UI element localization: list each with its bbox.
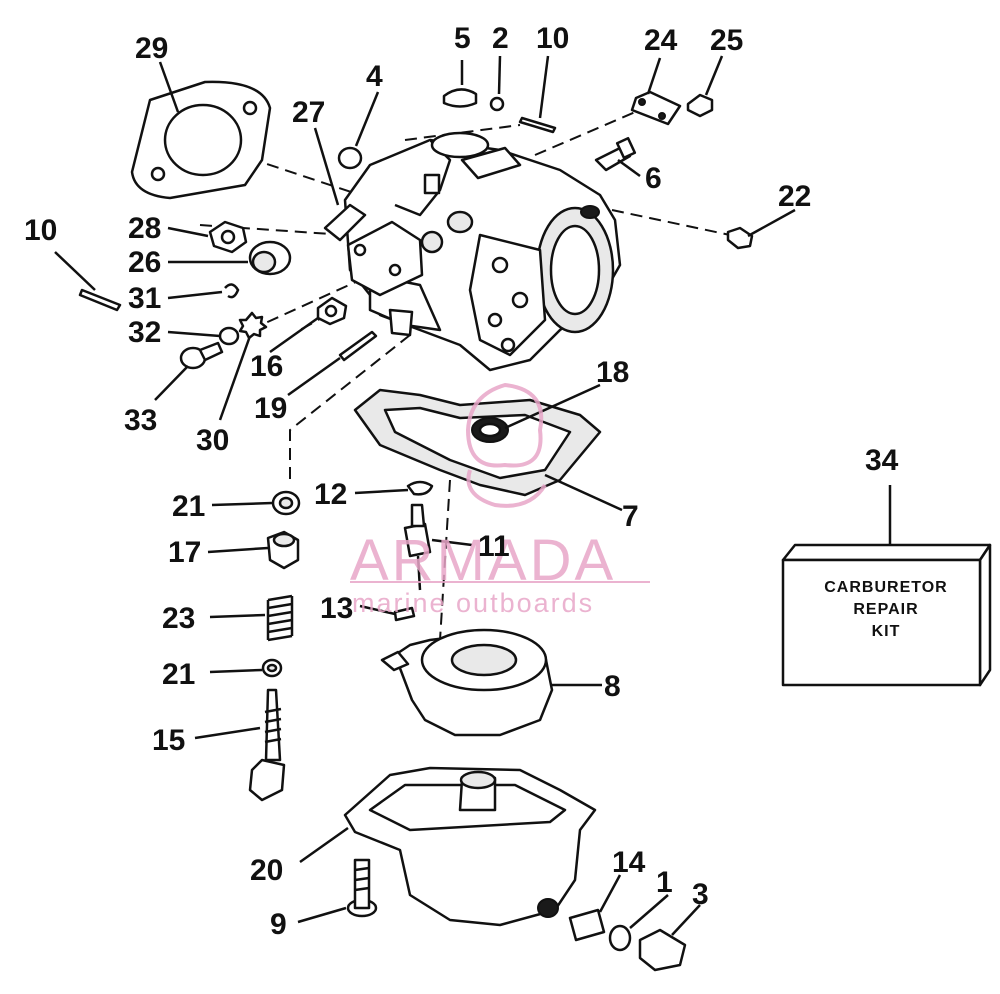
plug-3 [638, 928, 687, 972]
callout-1: 1 [656, 866, 673, 899]
washer-21-bottom [261, 658, 283, 678]
kit-label-line-3: KIT [872, 623, 901, 640]
callout-29: 29 [135, 32, 168, 65]
repair-kit-box [781, 543, 992, 687]
pin-10-left [78, 288, 122, 312]
callout-26: 26 [128, 246, 161, 279]
kit-label-line-1: CARBURETOR [824, 579, 947, 596]
callout-4: 4 [366, 60, 383, 93]
clip-31 [224, 283, 240, 299]
watermark-tagline: marine outboards [352, 588, 594, 618]
callout-30: 30 [196, 424, 229, 457]
callout-2: 2 [492, 22, 509, 55]
screw-33 [179, 341, 224, 370]
callout-9: 9 [270, 908, 287, 941]
gasket-29 [130, 80, 272, 200]
pin-10-top [518, 116, 557, 134]
nut-17 [266, 530, 300, 570]
jet-14 [568, 908, 606, 942]
callout-7: 7 [622, 500, 639, 533]
washer-16 [316, 296, 348, 326]
needle-15 [248, 688, 286, 802]
callout-labels: 29 5 2 10 24 25 4 27 6 22 10 28 26 31 32… [24, 22, 899, 941]
callout-32: 32 [128, 316, 161, 349]
float-8 [380, 628, 554, 737]
watermark: ARMADA marine outboards [350, 382, 650, 618]
carburetor-body [343, 131, 622, 372]
plug-5 [442, 88, 478, 108]
callout-28: 28 [128, 212, 161, 245]
callout-22: 22 [778, 180, 811, 213]
callout-27: 27 [292, 96, 325, 129]
gasket-7 [353, 388, 602, 497]
callout-16: 16 [250, 350, 283, 383]
callout-20: 20 [250, 854, 283, 887]
callout-5: 5 [454, 22, 471, 55]
pin-13 [393, 606, 416, 622]
repair-kit-label: CARBURETOR REPAIR KIT [824, 579, 947, 640]
washer-32 [218, 326, 240, 346]
callout-14: 14 [612, 846, 646, 879]
callout-24: 24 [644, 24, 678, 57]
nut-28 [208, 220, 248, 254]
needle-seat-11 [403, 503, 432, 591]
callout-33: 33 [124, 404, 157, 437]
bracket-24 [630, 90, 682, 126]
callout-12: 12 [314, 478, 347, 511]
washer-1 [608, 924, 632, 952]
callout-10: 10 [536, 22, 569, 55]
choke-plate-27 [323, 203, 444, 297]
washer-21-top [271, 490, 301, 516]
ball-2 [489, 96, 505, 112]
bushing-26 [248, 240, 292, 276]
callout-11: 11 [478, 530, 510, 563]
nut-22 [726, 226, 754, 250]
callout-23: 23 [162, 602, 195, 635]
callout-15: 15 [152, 724, 185, 757]
welch-plug-4 [337, 146, 363, 170]
callout-19: 19 [254, 392, 287, 425]
callout-21-top: 21 [172, 490, 205, 523]
watermark-logo-mark [465, 382, 547, 508]
spring-23 [266, 594, 294, 642]
callout-31: 31 [128, 282, 161, 315]
callout-6: 6 [645, 162, 662, 195]
callout-13: 13 [320, 592, 353, 625]
callout-10-left: 10 [24, 214, 57, 247]
leader-lines [54, 55, 892, 936]
kit-label-line-2: REPAIR [853, 601, 918, 618]
star-washer-30 [238, 311, 268, 340]
screw-9 [346, 858, 378, 918]
screw-19 [338, 330, 378, 362]
callout-21-bottom: 21 [162, 658, 195, 691]
shaft-6 [594, 136, 637, 172]
screw-25 [686, 93, 714, 118]
callout-18: 18 [596, 356, 629, 389]
callout-25: 25 [710, 24, 743, 57]
callout-34: 34 [865, 444, 899, 477]
float-bowl-20 [343, 766, 597, 927]
clip-12 [406, 480, 434, 496]
callout-17: 17 [168, 536, 201, 569]
callout-3: 3 [692, 878, 709, 911]
callout-8: 8 [604, 670, 621, 703]
